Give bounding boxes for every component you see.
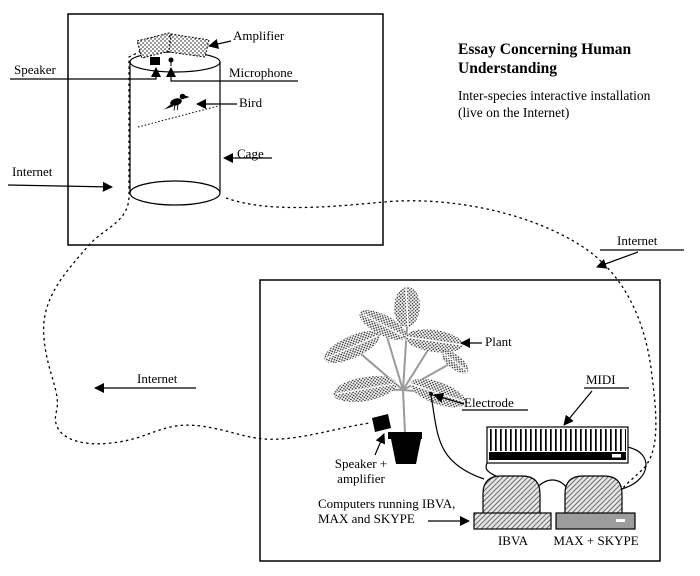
- page-subtitle: Inter-species interactive installation (…: [458, 88, 651, 120]
- speaker-amplifier-label: Speaker + amplifier: [334, 456, 388, 487]
- bird-cage-box: [67, 13, 384, 246]
- amplifier-arrow: [208, 38, 232, 49]
- plant-figure: [324, 287, 469, 434]
- plant-label: Plant: [485, 334, 512, 349]
- plant-computer-box: [259, 279, 661, 562]
- computer-max-skype: [555, 475, 636, 530]
- internet-right-arrow: [596, 251, 639, 269]
- internet-curve-left: [42, 50, 371, 445]
- internet-left-label: Internet: [137, 371, 178, 386]
- bird-label: Bird: [239, 95, 263, 110]
- computer-link-cable: [535, 479, 569, 490]
- microphone-arrow: [165, 66, 298, 82]
- ibva-label: IBVA: [497, 533, 529, 548]
- perch-line: [137, 105, 219, 128]
- internet-curve-right: [225, 197, 657, 492]
- speaker-icon: [150, 57, 160, 65]
- electrode-label: Electrode: [464, 395, 514, 410]
- cage-label: Cage: [237, 146, 264, 161]
- internet-top-left-label: Internet: [12, 164, 53, 179]
- microphone-icon: [168, 57, 174, 66]
- electrode-wire: [430, 395, 485, 480]
- midi-label: MIDI: [586, 372, 616, 387]
- computer-ibva: [473, 475, 552, 530]
- microphone-label: Microphone: [229, 65, 293, 80]
- cage-cylinder: [129, 51, 221, 206]
- amplifier-label: Amplifier: [233, 28, 285, 43]
- midi-keyboard: [486, 426, 629, 464]
- speaker-label: Speaker: [14, 62, 56, 77]
- speaker-amplifier-arrow: [374, 433, 386, 456]
- plant-pot: [388, 432, 422, 464]
- computers-label: Computers running IBVA, MAX and SKYPE: [318, 496, 456, 527]
- internet-top-left-arrow: [7, 181, 114, 192]
- electrode-contact: [429, 392, 433, 396]
- midi-right-cable: [621, 446, 647, 490]
- max-skype-label: MAX + SKYPE: [553, 533, 639, 548]
- page-title: Essay Concerning Human Understanding: [458, 41, 632, 78]
- midi-arrow: [563, 390, 593, 426]
- speaker-arrow: [10, 66, 162, 80]
- electrode-arrow: [433, 392, 465, 405]
- speaker-amplifier-icon: [372, 414, 391, 432]
- internet-right-label: Internet: [617, 233, 658, 248]
- amplifier-unit: [136, 32, 210, 59]
- bird-figure: [164, 93, 190, 111]
